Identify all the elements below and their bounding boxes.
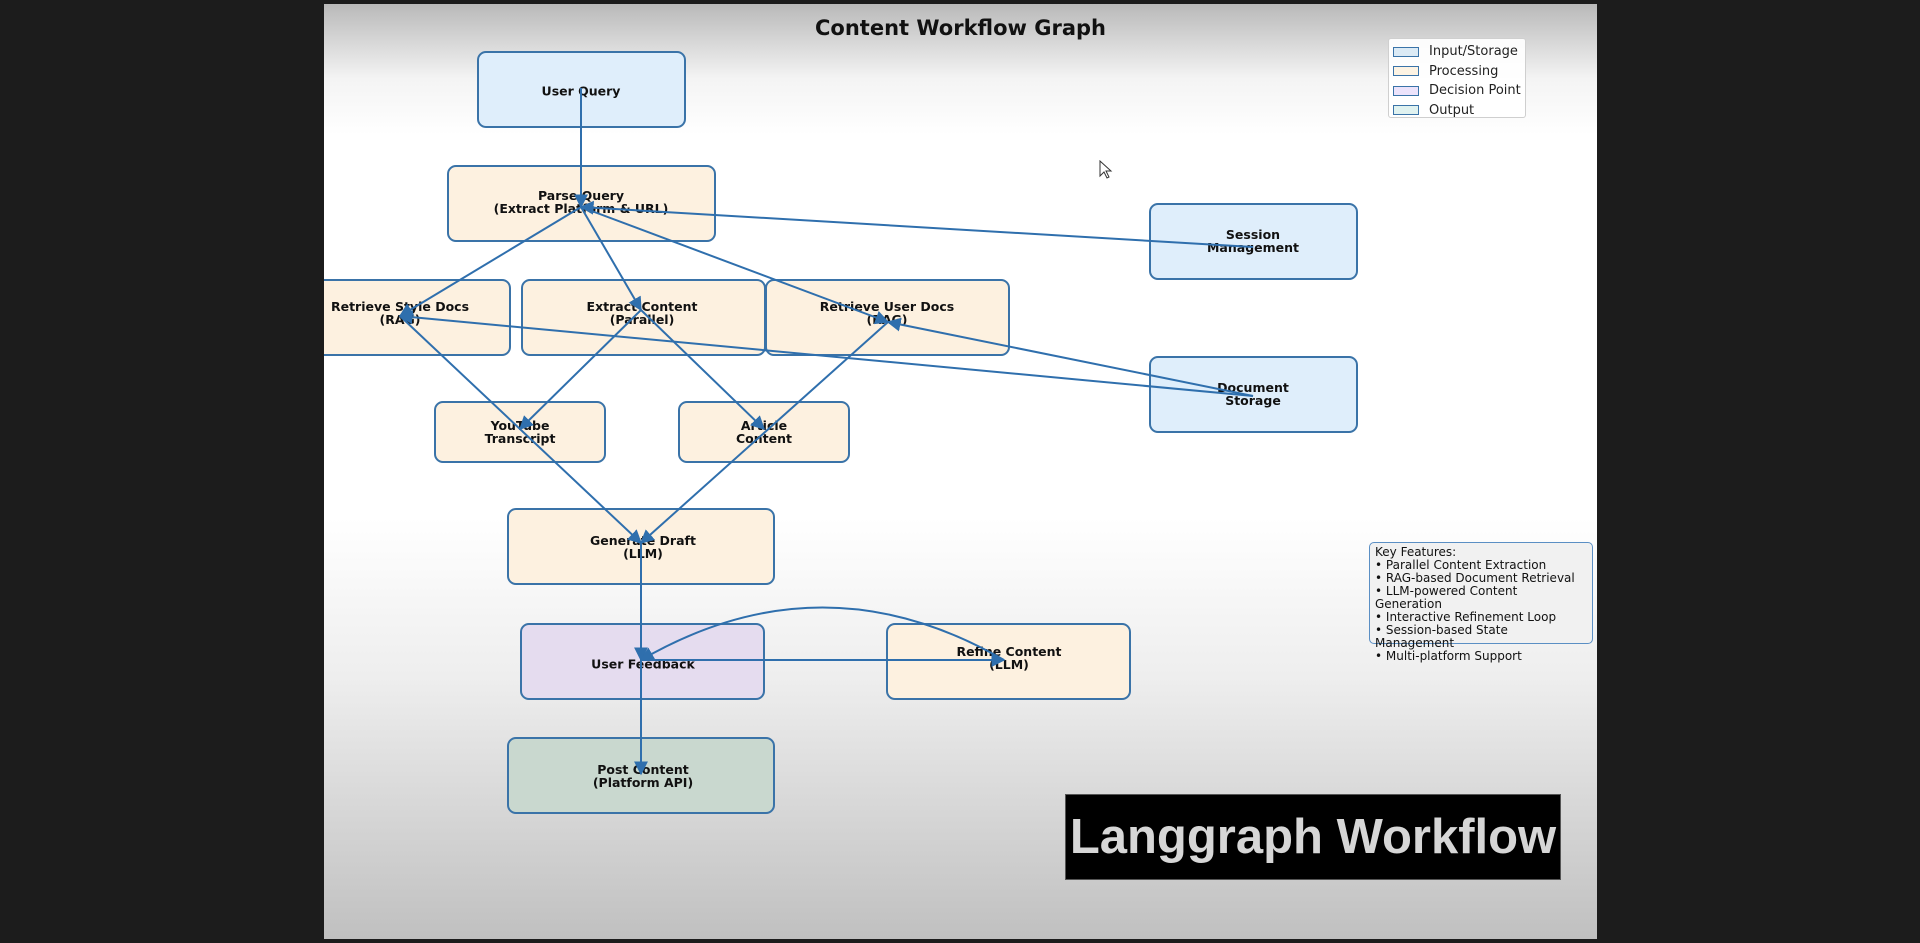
node-label: (Parallel) (610, 312, 675, 327)
edge-extract-content-to-youtube-transcript (519, 309, 642, 430)
video-caption-banner: Langgraph Workflow (1065, 794, 1561, 880)
node-user-feedback: User Feedback (520, 623, 765, 700)
edges (398, 88, 1254, 776)
node-retrieve-user-docs: Retrieve User Docs(RAG) (765, 279, 1010, 356)
key-features-heading: Key Features: (1375, 545, 1457, 559)
mouse-cursor-icon (1099, 160, 1113, 179)
legend-item-input-storage: Input/Storage (1393, 42, 1525, 62)
legend-label: Processing (1429, 63, 1499, 79)
feature-item: Multi-platform Support (1375, 650, 1587, 663)
edge-parse-query-to-retrieve-user-docs (580, 206, 890, 325)
legend-label: Input/Storage (1429, 44, 1518, 60)
edge-session-management-to-parse-query (579, 200, 1254, 248)
node-label: (RAG) (380, 312, 421, 327)
edge-extract-content-to-article-content (640, 309, 766, 430)
legend-item-output: Output (1393, 101, 1525, 121)
feature-item: Parallel Content Extraction (1375, 559, 1587, 572)
legend-label: Output (1429, 102, 1475, 118)
legend: Input/Storage Processing Decision Point … (1388, 38, 1526, 118)
key-features-box: Key Features: Parallel Content Extractio… (1369, 542, 1593, 663)
feature-item: RAG-based Document Retrieval (1375, 572, 1587, 585)
edge-retrieve-style-docs-to-generate-draft (399, 315, 643, 544)
legend-swatch (1393, 85, 1419, 96)
edge-document-storage-to-retrieve-style-docs (398, 310, 1254, 397)
node-label: Session (1226, 227, 1280, 242)
node-box (434, 401, 606, 463)
node-box (520, 623, 765, 700)
feature-item: Session-based State Management (1375, 624, 1587, 650)
node-label: (LLM) (623, 546, 663, 561)
node-label: (Platform API) (593, 775, 693, 790)
node-label: Retrieve User Docs (820, 299, 954, 314)
node-label: Extract Content (587, 299, 698, 314)
edge-refine-content-to-user-feedback (639, 606, 1005, 661)
node-refine-content: Refine Content(LLM) (886, 623, 1131, 700)
edge-parse-query-to-retrieve-style-docs (398, 206, 582, 317)
legend-item-decision-point: Decision Point (1393, 81, 1525, 101)
feature-item: Interactive Refinement Loop (1375, 611, 1587, 624)
feature-item: LLM-powered Content Generation (1375, 585, 1587, 611)
node-label: Management (1207, 240, 1299, 255)
node-label: Transcript (485, 431, 556, 446)
node-label: Content (736, 431, 792, 446)
node-extract-content: Extract Content(Parallel) (521, 279, 766, 356)
legend-item-processing: Processing (1393, 62, 1525, 82)
edge-parse-query-to-extract-content (580, 206, 642, 312)
diagram-title: Content Workflow Graph (815, 16, 1106, 40)
legend-swatch (1393, 66, 1419, 77)
legend-label: Decision Point (1429, 83, 1521, 99)
node-box (886, 623, 1131, 700)
legend-swatch (1393, 46, 1419, 57)
legend-swatch (1393, 105, 1419, 116)
node-box (1149, 356, 1358, 433)
node-label: Storage (1225, 393, 1281, 408)
edge-document-storage-to-retrieve-user-docs (886, 317, 1254, 397)
node-label: Document (1217, 380, 1289, 395)
edge-retrieve-user-docs-to-generate-draft (639, 321, 889, 544)
